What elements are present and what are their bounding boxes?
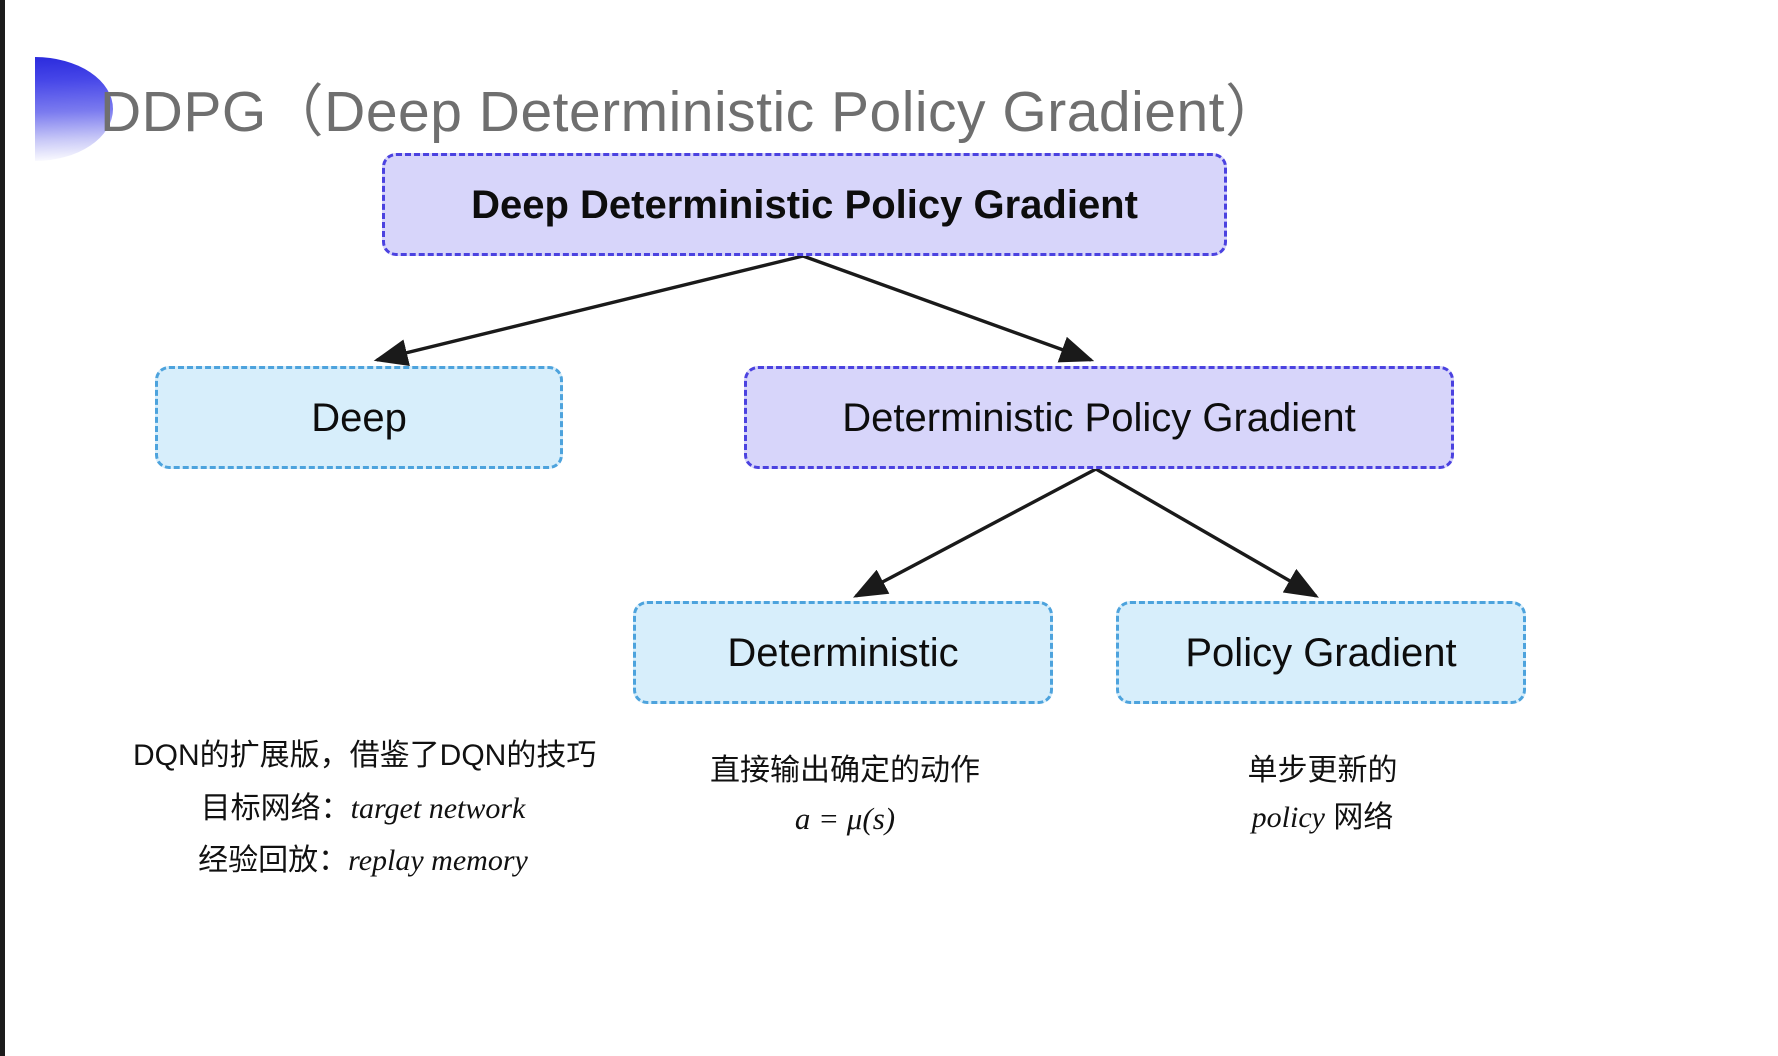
node-deterministic-policy-gradient[interactable]: Deterministic Policy Gradient	[744, 366, 1454, 469]
caption-policy-gradient: 单步更新的 policy 网络	[1135, 748, 1510, 841]
caption-deterministic: 直接输出确定的动作 a = μ(s)	[645, 748, 1045, 843]
caption-deep-line2-label: 目标网络：	[200, 791, 351, 825]
caption-deep: DQN的扩展版，借鉴了DQN的技巧 目标网络：target network 经验…	[133, 730, 597, 888]
caption-policy-gradient-line1: 单步更新的	[1247, 754, 1398, 787]
node-deep[interactable]: Deep	[155, 366, 563, 469]
caption-deep-line1: DQN的扩展版，借鉴了DQN的技巧	[133, 739, 597, 772]
edge-dpg-to-deterministic	[852, 467, 1097, 598]
edge-root-to-deep	[373, 254, 804, 366]
edge-dpg-to-policy-gradient	[1095, 467, 1319, 598]
caption-deterministic-formula: a = μ(s)	[794, 800, 896, 836]
caption-deterministic-line1: 直接输出确定的动作	[710, 754, 980, 787]
caption-deep-line2: 目标网络：target network	[133, 783, 593, 836]
caption-deep-line2-term: target network	[350, 791, 526, 825]
caption-deep-line3: 经验回放：replay memory	[133, 835, 593, 888]
caption-policy-gradient-line2: policy 网络	[1135, 795, 1510, 842]
edge-root-to-dpg	[802, 254, 1095, 363]
node-policy-gradient[interactable]: Policy Gradient	[1116, 601, 1526, 704]
node-deep-deterministic-policy-gradient[interactable]: Deep Deterministic Policy Gradient	[382, 153, 1227, 256]
caption-deep-line3-term: replay memory	[348, 844, 528, 877]
node-deterministic[interactable]: Deterministic	[633, 601, 1053, 704]
caption-policy-gradient-suffix: 网络	[1324, 800, 1394, 834]
page-title: DDPG（Deep Deterministic Policy Gradient）	[100, 80, 1283, 144]
caption-policy-gradient-term: policy	[1251, 800, 1325, 834]
caption-deep-line3-label: 经验回放：	[198, 844, 349, 877]
